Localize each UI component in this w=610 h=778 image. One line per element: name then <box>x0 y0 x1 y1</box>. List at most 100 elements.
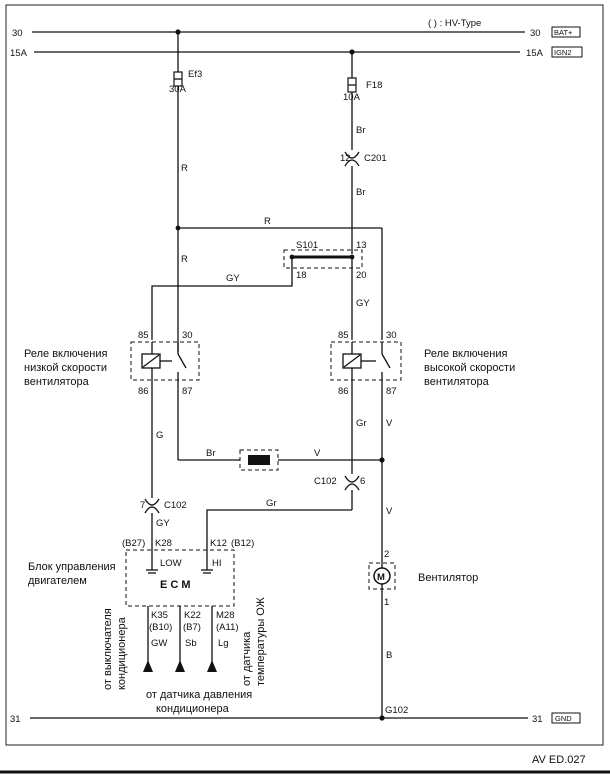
fuse-f18: F18 10A <box>343 52 382 150</box>
splice-s101-pin-in: 13 <box>356 240 367 251</box>
relay-high-pin-86: 86 <box>338 386 349 397</box>
source-ac-pressure-label: от датчика давления кондиционера <box>146 689 252 715</box>
fan-motor: M 2 1 <box>368 545 396 718</box>
source-coolant-temp-line2: температуры ОЖ <box>255 597 267 686</box>
relay-high-pin-87: 87 <box>386 386 397 397</box>
source-coolant-temp-line1: от датчика <box>241 631 253 686</box>
source-coolant-temp-label: от датчика температуры ОЖ <box>241 597 267 686</box>
wire-v-mid-label: V <box>314 448 321 459</box>
ecm-pin-hi-name: HI <box>212 558 222 569</box>
ecm-pin-low-name: LOW <box>160 558 182 569</box>
wire-gr-relay-label: Gr <box>356 418 367 429</box>
relay-high-speed: 85 30 86 87 <box>330 330 402 545</box>
ground-g102: G102 <box>385 705 408 716</box>
connector-c102-left: 7 C102 <box>140 498 187 550</box>
relay-high-pin-85: 85 <box>338 330 349 341</box>
ign-rail-tag: IGN2 <box>554 48 572 57</box>
connector-c201: 12 C201 <box>340 151 387 254</box>
fan-motor-pin-top: 2 <box>384 549 389 560</box>
wire-gy-s101-label: GY <box>226 273 240 284</box>
wire-r3: R <box>181 254 188 265</box>
relay-low-label-line3: вентилятора <box>24 376 90 388</box>
ign-rail-left-label: 15A <box>10 48 28 59</box>
ecm-input-1-wire: GW <box>151 638 167 649</box>
splice-s101-pin-out2: 20 <box>356 270 367 281</box>
fuse-ef3-name: Ef3 <box>188 69 202 80</box>
wire-r2: R <box>264 216 271 227</box>
relay-high-label-line3: вентилятора <box>424 376 490 388</box>
ecm-pin-hi: K12 <box>210 538 227 549</box>
connector-c102-right: C102 6 <box>314 475 365 510</box>
relay-low-speed: 85 30 86 87 <box>130 330 200 498</box>
ecm-input-ac-switch: K35 (B10) GW <box>143 606 172 672</box>
relay-low-label-line2: низкой скорости <box>24 362 107 374</box>
ecm-input-3-hv: (A11) <box>216 622 239 633</box>
fuse-f18-name: F18 <box>366 80 382 91</box>
fuse-f18-rating: 10A <box>343 92 361 103</box>
connector-c102-right-name: C102 <box>314 476 337 487</box>
relay-high-label-line1: Реле включения <box>424 348 507 360</box>
ecm-box: E C M (B27) K28 LOW K12 (B12) HI <box>122 538 254 607</box>
ecm-input-coolant-temp: M28 (A11) Lg <box>207 606 239 672</box>
source-ac-pressure-line1: от датчика давления <box>146 689 252 701</box>
connector-c102-left-name: C102 <box>164 500 187 511</box>
wire-gr-ecm <box>206 509 352 550</box>
ecm-label-line1: Блок управления <box>28 561 116 573</box>
bat-rail-left-label: 30 <box>12 28 23 39</box>
splice-s101-pin-out1: 18 <box>296 270 307 281</box>
source-ac-switch-line2: кондиционера <box>116 616 128 690</box>
relay-low-pin-30: 30 <box>182 330 193 341</box>
bat-rail-right-label: 30 <box>530 28 541 39</box>
wire-br-c201: Br <box>356 187 366 198</box>
bat-rail-tag: BAT+ <box>554 28 573 37</box>
relay-low-label-line1: Реле включения <box>24 348 107 360</box>
wire-gy-ecm-label: GY <box>156 518 170 529</box>
wire-v-motor-label: V <box>386 506 393 517</box>
resistor <box>248 455 270 465</box>
fuse-ef3-rating: 30A <box>169 84 187 95</box>
fan-motor-label: Вентилятор <box>418 572 478 584</box>
gnd-rail: 31 31 GND <box>10 712 581 725</box>
wire-r1: R <box>181 163 188 174</box>
hv-type-legend: ( ) : HV-Type <box>428 18 481 29</box>
relay-low-pin-87: 87 <box>182 386 193 397</box>
wire-b-label: B <box>386 650 392 661</box>
wire-br-resistor <box>178 449 382 471</box>
relay-high-label: Реле включения высокой скорости вентилят… <box>424 348 515 388</box>
figure-code: AV ED.027 <box>532 754 586 766</box>
ecm-input-ac-pressure: K22 (B7) Sb <box>175 606 201 672</box>
wire-gr-ecm-label: Gr <box>266 498 277 509</box>
relay-low-pin-85: 85 <box>138 330 149 341</box>
fan-motor-symbol: M <box>377 572 385 583</box>
ecm-label: Блок управления двигателем <box>28 561 116 587</box>
relay-low-label: Реле включения низкой скорости вентилято… <box>24 348 107 388</box>
source-ac-switch-line1: от выключателя <box>102 608 114 690</box>
splice-s101: S101 13 18 20 <box>283 240 367 281</box>
ecm-pin-hi-hv: (B12) <box>231 538 254 549</box>
gnd-rail-tag: GND <box>555 714 572 723</box>
ecm-input-3-wire: Lg <box>218 638 229 649</box>
relay-high-label-line2: высокой скорости <box>424 362 515 374</box>
ecm-input-3-pin: M28 <box>216 610 234 621</box>
gnd-rail-left-label: 31 <box>10 714 21 725</box>
ecm-input-1-pin: K35 <box>151 610 168 621</box>
ecm-input-2-wire: Sb <box>185 638 197 649</box>
source-ac-pressure-line2: кондиционера <box>156 703 230 715</box>
gnd-rail-right-label: 31 <box>532 714 543 725</box>
splice-s101-name: S101 <box>296 240 318 251</box>
fan-motor-pin-bottom: 1 <box>384 597 389 608</box>
ecm-label-line2: двигателем <box>28 575 87 587</box>
wire-gy-right-label: GY <box>356 298 370 309</box>
wire-gy-s101 <box>151 257 293 340</box>
page-border <box>5 4 604 746</box>
ecm-title: E C M <box>160 579 191 591</box>
connector-c201-pin: 12 <box>340 153 351 164</box>
ecm-pin-low: K28 <box>155 538 172 549</box>
wire-g-label: G <box>156 430 163 441</box>
ign-rail: 15A 15A IGN2 <box>10 46 583 59</box>
ecm-input-2-pin: K22 <box>184 610 201 621</box>
wire-br-mid-label: Br <box>206 448 216 459</box>
fuse-ef3: Ef3 30A <box>169 32 202 352</box>
wire-br-top: Br <box>356 125 366 136</box>
